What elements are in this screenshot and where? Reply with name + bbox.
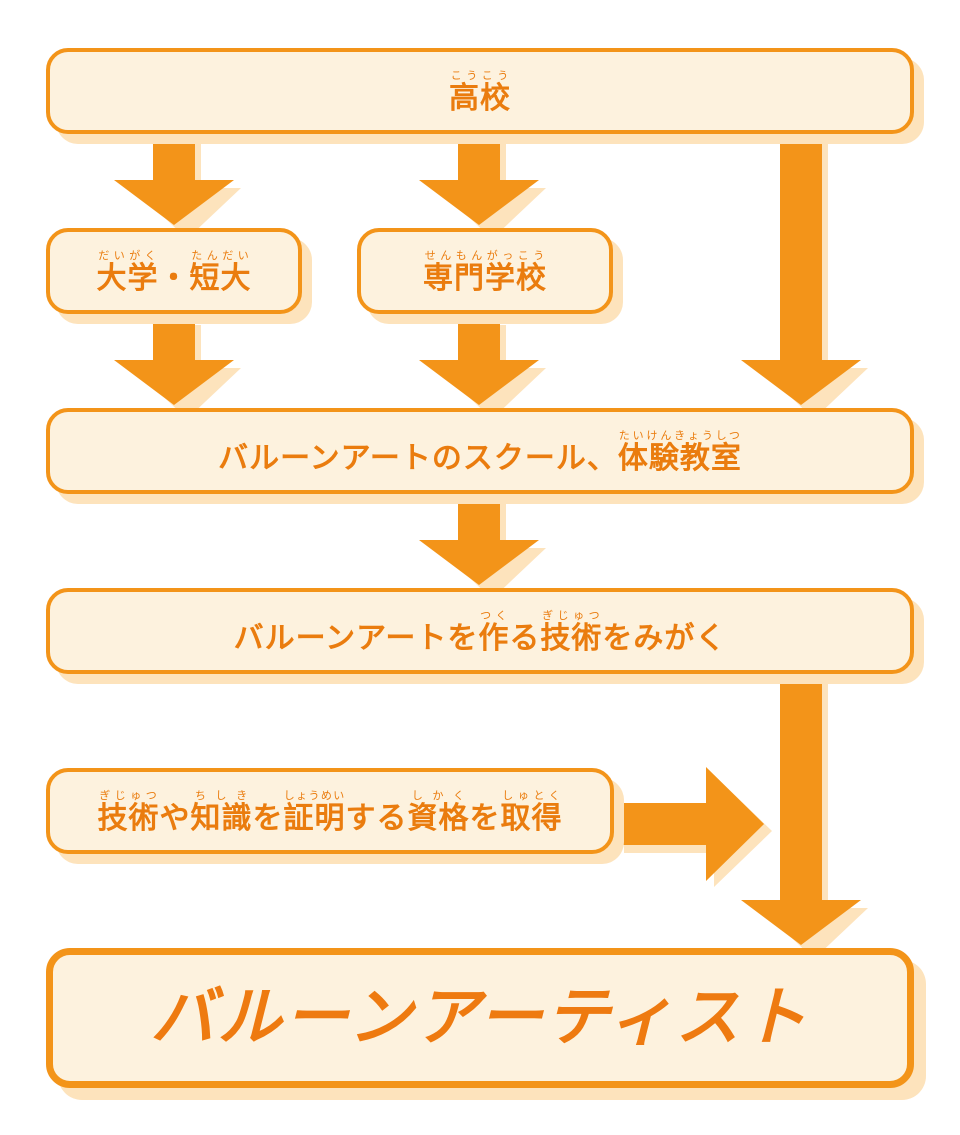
- furigana: たいけんきょうしつ: [617, 428, 742, 442]
- ruby-base: 資格: [407, 800, 470, 836]
- balloon-artist-box: バルーンアーティスト: [46, 948, 914, 1088]
- ruby-base: 証明: [283, 800, 346, 836]
- arrow-bodies: [114, 135, 861, 945]
- furigana: しゅとく: [500, 788, 563, 802]
- balloon-artist-label: バルーンアーティスト: [150, 986, 809, 1050]
- furigana: つく: [478, 608, 510, 622]
- ruby-word: 取得しゅとく: [500, 789, 563, 836]
- high-school-box: 高校こうこう: [46, 48, 914, 134]
- ruby-word: 作つく: [478, 609, 510, 656]
- arrow-high-to-vocational: [419, 135, 539, 225]
- ruby-word: 技術ぎじゅつ: [97, 789, 160, 836]
- furigana: せんもんがっこう: [423, 248, 547, 262]
- ruby-base: 取得: [500, 800, 563, 836]
- university-label: 大学だいがく・短大たんだい: [97, 249, 252, 294]
- certification-box: 技術ぎじゅつや知識ちしきを証明しょうめいする資格しかくを取得しゅとく: [46, 768, 614, 854]
- furigana: しょうめい: [283, 788, 346, 802]
- arrow-vocational-to-school: [419, 315, 539, 405]
- text-segment: を: [252, 800, 284, 836]
- ruby-base: 技術: [97, 800, 160, 836]
- vocational-school-box: 専門学校せんもんがっこう: [357, 228, 613, 314]
- ruby-base: 体験教室: [617, 440, 742, 476]
- high-school-label: 高校こうこう: [449, 69, 511, 114]
- skills-label: バルーンアートを作つくる技術ぎじゅつをみがく: [234, 609, 727, 654]
- ruby-word: 体験教室たいけんきょうしつ: [617, 429, 742, 476]
- ruby-word: 証明しょうめい: [283, 789, 346, 836]
- ruby-word: 技術ぎじゅつ: [540, 609, 603, 656]
- furigana: しかく: [407, 788, 470, 802]
- furigana: ぎじゅつ: [540, 608, 603, 622]
- ruby-base: 専門学校: [423, 260, 547, 296]
- text-segment: バルーンアートのスクール、: [218, 440, 618, 476]
- furigana: だいがく: [96, 248, 159, 262]
- ruby-base: 短大: [189, 260, 252, 296]
- ruby-base: 高校: [449, 80, 511, 116]
- skills-box: バルーンアートを作つくる技術ぎじゅつをみがく: [46, 588, 914, 674]
- furigana: たんだい: [189, 248, 252, 262]
- furigana: ちしき: [190, 788, 253, 802]
- balloon-school-label: バルーンアートのスクール、体験教室たいけんきょうしつ: [218, 429, 742, 474]
- text-segment: バルーンアートを: [233, 620, 479, 656]
- ruby-word: 専門学校せんもんがっこう: [423, 249, 547, 296]
- arrow-high-to-university: [114, 135, 234, 225]
- arrow-school-to-skills: [419, 495, 539, 585]
- text-segment: ・: [158, 260, 190, 296]
- ruby-base: 技術: [540, 620, 603, 656]
- text-segment: や: [159, 800, 191, 836]
- ruby-base: 作: [478, 620, 510, 656]
- ruby-word: 資格しかく: [407, 789, 470, 836]
- vocational-school-label: 専門学校せんもんがっこう: [423, 249, 547, 294]
- ruby-word: 高校こうこう: [449, 69, 511, 116]
- ruby-word: 短大たんだい: [189, 249, 252, 296]
- ruby-base: 知識: [190, 800, 253, 836]
- university-box: 大学だいがく・短大たんだい: [46, 228, 302, 314]
- text-segment: る: [509, 620, 541, 656]
- balloon-school-box: バルーンアートのスクール、体験教室たいけんきょうしつ: [46, 408, 914, 494]
- arrow-cert-to-artist: [616, 767, 764, 881]
- ruby-word: 知識ちしき: [190, 789, 253, 836]
- certification-label: 技術ぎじゅつや知識ちしきを証明しょうめいする資格しかくを取得しゅとく: [98, 789, 563, 834]
- furigana: ぎじゅつ: [97, 788, 160, 802]
- arrow-high-to-school: [741, 135, 861, 405]
- text-segment: をみがく: [602, 620, 727, 656]
- ruby-word: 大学だいがく: [96, 249, 159, 296]
- arrow-skills-to-artist: [741, 675, 861, 945]
- arrow-university-to-school: [114, 315, 234, 405]
- text-segment: バルーンアーティスト: [150, 981, 810, 1055]
- furigana: こうこう: [449, 68, 511, 82]
- text-segment: を: [469, 800, 501, 836]
- text-segment: する: [345, 800, 408, 836]
- ruby-base: 大学: [96, 260, 159, 296]
